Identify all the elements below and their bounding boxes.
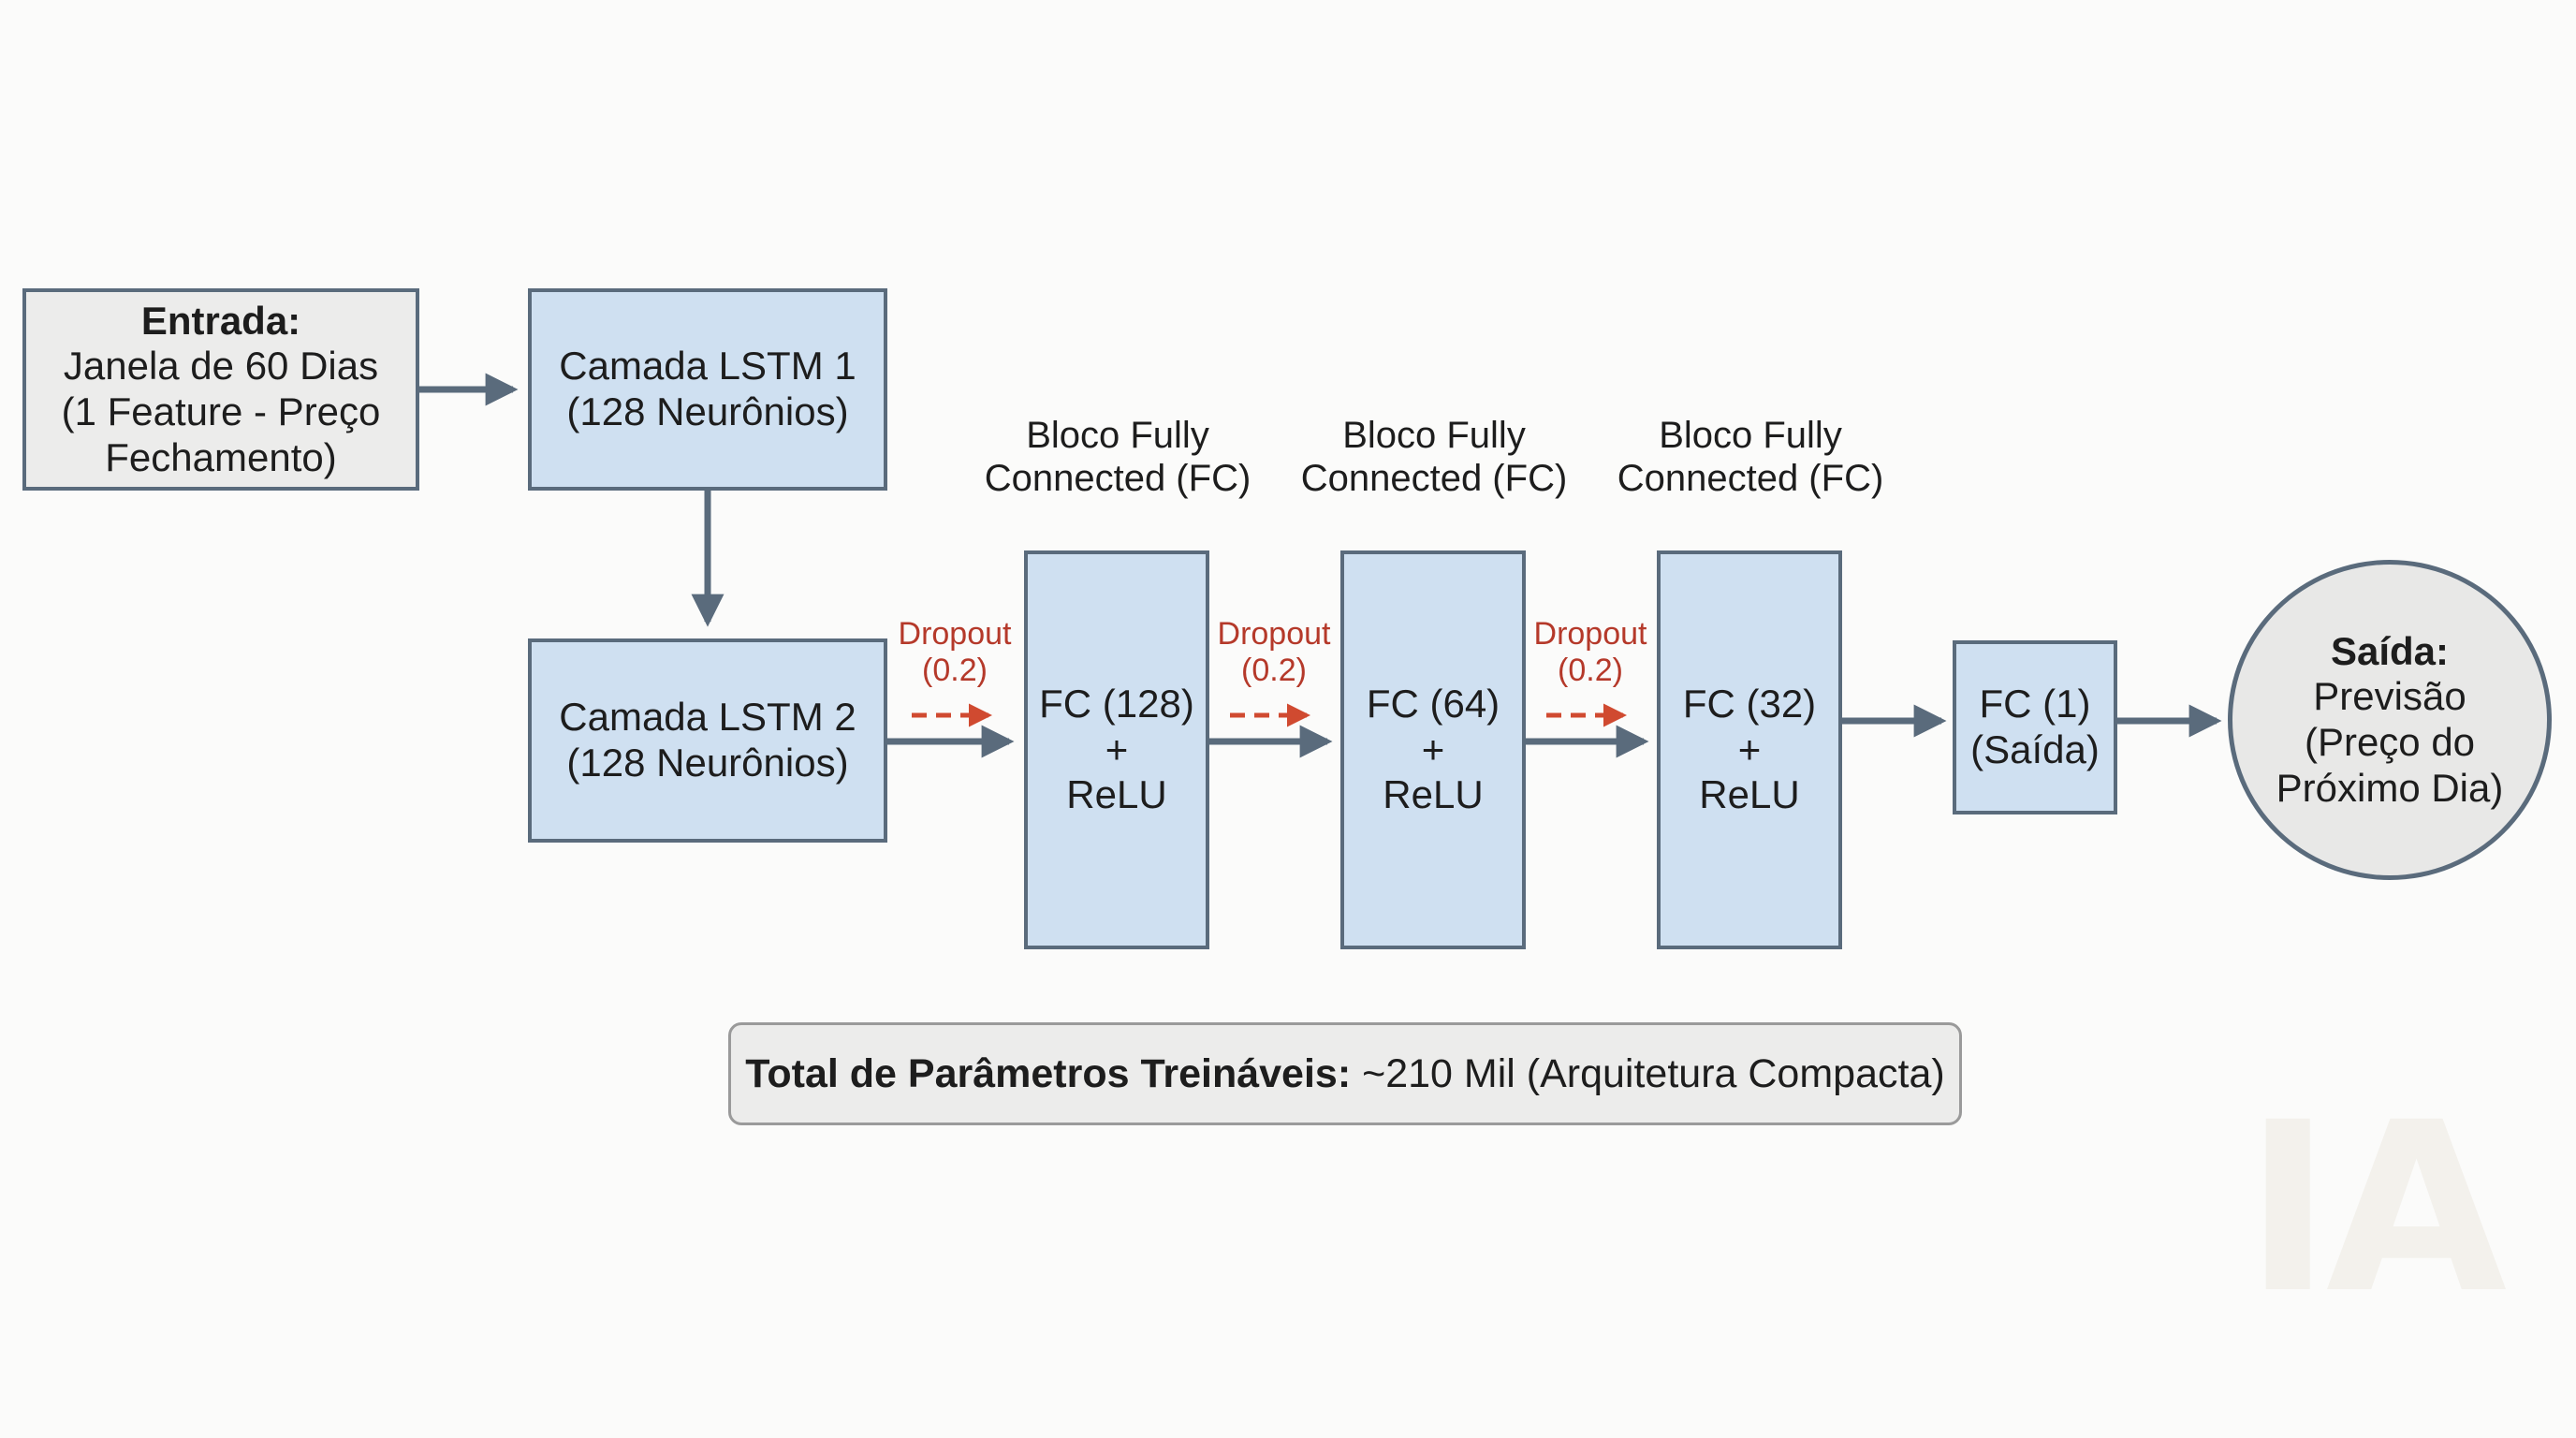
fc-block-title-2-line-1: Bloco Fully: [1342, 415, 1526, 456]
fc-block-title-3-line-2: Connected (FC): [1617, 458, 1884, 500]
fc-1-line-2: (Saída): [1970, 727, 2100, 771]
lstm1-line-1: Camada LSTM 1: [559, 344, 856, 389]
output-line-1: Previsão: [2313, 674, 2466, 719]
fc-64-line-2: +: [1421, 726, 1445, 771]
dropout-label-3: Dropout (0.2): [1515, 616, 1665, 689]
dropout-label-2-rate: (0.2): [1241, 652, 1307, 688]
output-title: Saída:: [2330, 628, 2450, 673]
input-node: Entrada: Janela de 60 Dias (1 Feature - …: [22, 288, 419, 491]
summary-value: ~210 Mil (Arquitetura Compacta): [1351, 1050, 1945, 1096]
dropout-label-3-rate: (0.2): [1558, 652, 1623, 688]
fc-block-title-1-line-2: Connected (FC): [984, 458, 1251, 500]
fc-block-title-3: Bloco Fully Connected (FC): [1601, 414, 1900, 501]
lstm2-line-2: (128 Neurônios): [566, 741, 849, 785]
fc-64-line-1: FC (64): [1366, 681, 1500, 726]
fc-block-title-3-line-1: Bloco Fully: [1659, 415, 1842, 456]
dropout-label-3-name: Dropout: [1533, 616, 1647, 652]
lstm2-line-1: Camada LSTM 2: [559, 695, 856, 740]
fc-32-line-1: FC (32): [1682, 681, 1817, 726]
fc-32-line-3: ReLU: [1699, 772, 1800, 817]
input-line-3: Fechamento): [105, 434, 337, 479]
input-title: Entrada:: [140, 298, 301, 343]
fc-1-line-1: FC (1): [1979, 682, 2091, 726]
fc-block-title-2-line-2: Connected (FC): [1300, 458, 1568, 500]
dropout-label-1-name: Dropout: [898, 616, 1012, 652]
dropout-label-1-rate: (0.2): [922, 652, 988, 688]
fc-128-line-3: ReLU: [1066, 772, 1167, 817]
fc-32-line-2: +: [1737, 726, 1762, 771]
fc-block-title-1: Bloco Fully Connected (FC): [968, 414, 1267, 501]
output-line-3: Próximo Dia): [2276, 765, 2504, 810]
fc-64-line-3: ReLU: [1383, 772, 1484, 817]
fc-64-relu-node: FC (64) + ReLU: [1340, 550, 1526, 949]
watermark-logo: IA: [2244, 1071, 2508, 1344]
summary-label: Total de Parâmetros Treináveis:: [745, 1050, 1352, 1096]
fc-128-relu-node: FC (128) + ReLU: [1024, 550, 1209, 949]
fc-block-title-1-line-1: Bloco Fully: [1026, 415, 1209, 456]
dropout-label-1: Dropout (0.2): [880, 616, 1030, 689]
input-line-1: Janela de 60 Dias: [63, 344, 379, 389]
lstm-layer-1-node: Camada LSTM 1 (128 Neurônios): [528, 288, 887, 491]
fc-32-relu-node: FC (32) + ReLU: [1657, 550, 1842, 949]
parameter-summary: Total de Parâmetros Treináveis: ~210 Mil…: [728, 1022, 1962, 1125]
lstm1-line-2: (128 Neurônios): [566, 389, 849, 433]
lstm-layer-2-node: Camada LSTM 2 (128 Neurônios): [528, 638, 887, 843]
fc-block-title-2: Bloco Fully Connected (FC): [1284, 414, 1584, 501]
output-line-2: (Preço do: [2304, 720, 2476, 764]
output-node: Saída: Previsão (Preço do Próximo Dia): [2228, 560, 2552, 880]
fc-128-line-2: +: [1105, 726, 1129, 771]
fc-128-line-1: FC (128): [1039, 681, 1194, 726]
input-line-2: (1 Feature - Preço: [61, 389, 381, 433]
fc-1-output-node: FC (1) (Saída): [1953, 640, 2117, 814]
dropout-label-2-name: Dropout: [1217, 616, 1331, 652]
dropout-label-2: Dropout (0.2): [1199, 616, 1349, 689]
